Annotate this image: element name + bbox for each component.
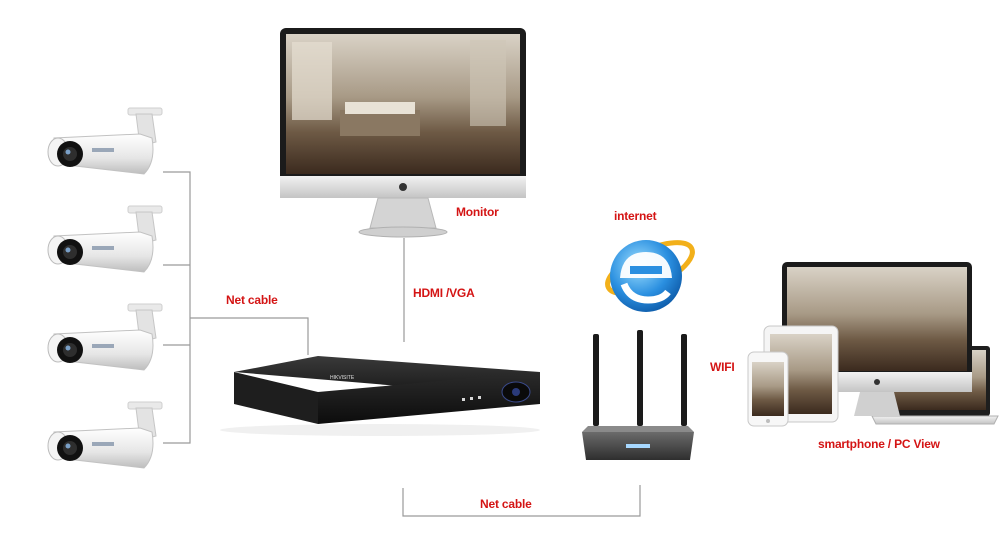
nvr-brand-label: HIKVISITE — [330, 375, 355, 381]
wifi-label: WIFI — [710, 360, 735, 374]
nvr-recorder-icon — [220, 356, 540, 436]
bullet-camera-1 — [48, 108, 162, 174]
wifi-router-icon — [582, 330, 694, 460]
monitor-label: Monitor — [456, 205, 499, 219]
net-cable-left-label: Net cable — [226, 293, 278, 307]
internet-e-icon — [601, 232, 700, 312]
internet-label: internet — [614, 209, 656, 223]
smartphone-icon — [748, 352, 788, 426]
smartphone-pc-view-label: smartphone / PC View — [818, 437, 940, 451]
bullet-camera-3 — [48, 304, 162, 370]
net-cable-bottom-label: Net cable — [480, 497, 532, 511]
hdmi-vga-label: HDMI /VGA — [413, 286, 475, 300]
bullet-camera-2 — [48, 206, 162, 272]
bullet-camera-4 — [48, 402, 162, 468]
